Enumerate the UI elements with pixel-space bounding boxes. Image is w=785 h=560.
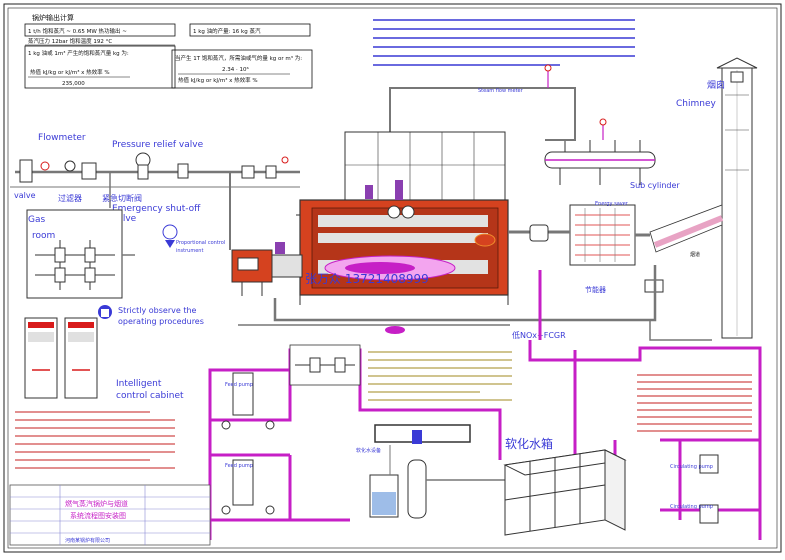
economizer: Energy saver 节能器	[508, 201, 664, 294]
control-cabinets: Intelligent control cabinet	[24, 317, 184, 401]
calc-row3-left-c: 235,000	[62, 81, 85, 87]
calc-row3-right-a: 当产生 1T 饱和蒸汽，所需油或气的量 kg or m³ 为:	[175, 54, 302, 62]
circ-pump-label-1: Circulating pump	[670, 464, 713, 470]
flowmeter-label: Flowmeter	[38, 133, 86, 143]
pressure-relief-label: Pressure relief valve	[112, 140, 204, 150]
calc-row3-left-b: 热值 kJ/kg or kJ/m³ x 热效率 %	[30, 68, 110, 76]
valve-label: valve	[14, 191, 36, 200]
flue-duct: 烟道	[649, 204, 724, 258]
emergency-label-cn: 紧急切断阀	[102, 193, 142, 203]
feed-pump-label-1: Feed pump	[225, 382, 253, 388]
emergency-label-en2: valve	[112, 214, 137, 224]
economizer-label: 节能器	[585, 285, 606, 294]
steam-header: Sub cylinder Steam flow meter	[389, 64, 680, 190]
feed-pump-label-2: Feed pump	[225, 463, 253, 469]
softener-label: 软化水设备	[356, 447, 381, 454]
watermark-text: 张万众 13721408999	[305, 272, 429, 286]
title-line-1: 燃气蒸汽锅炉与烟道	[65, 499, 128, 508]
boiler	[296, 131, 509, 305]
valve-detail	[289, 344, 361, 386]
burner	[231, 242, 303, 296]
calc-row3-right-c: 热值 kJ/kg or kJ/m³ x 热效率 %	[178, 76, 258, 84]
feed-water-piping: Feed pump Feed pump Circulating pump Cir…	[208, 270, 762, 540]
strictly-label-1: Strictly observe the	[118, 306, 197, 315]
energy-saver-label: Energy saver	[595, 201, 629, 207]
calc-row1-left: 1 t/h 饱和蒸汽 ~ 0.65 MW 热功输出 ~	[28, 27, 127, 35]
steam-flow-label: Steam flow meter	[478, 88, 524, 94]
chimney: 烟囱 Chimney	[676, 57, 758, 339]
left-notes	[15, 411, 175, 469]
inner-frame	[7, 7, 778, 549]
gas-train: Flowmeter Pressure relief valve valve 过滤…	[10, 133, 300, 250]
flue-label: 烟道	[690, 251, 700, 258]
calc-row2: 蒸汽压力 12bar 饱和温度 192 °C	[28, 37, 112, 45]
center-notes	[368, 351, 512, 401]
calc-row3-right-b: 2.34 · 10⁶	[222, 66, 249, 73]
notes-block	[373, 19, 635, 66]
soft-water-tank-label: 软化水箱	[505, 436, 553, 451]
gas-room-label-1: Gas	[28, 215, 45, 225]
safety-note: Strictly observe the operating procedure…	[98, 305, 204, 326]
chimney-label-en: Chimney	[676, 99, 716, 109]
calc-row1-right: 1 kg 油的产量: 16 kg 蒸汽	[193, 27, 261, 35]
intelligent-label-1: Intelligent	[116, 379, 162, 389]
soft-water-tank: 软化水箱	[503, 436, 627, 536]
strictly-label-2: operating procedures	[118, 317, 204, 326]
outer-frame	[3, 3, 782, 553]
calc-row3-left-a: 1 kg 油或 1m³ 产生的饱和蒸汽量 kg 为:	[28, 49, 129, 57]
intelligent-label-2: control cabinet	[116, 391, 184, 401]
title-block: 燃气蒸汽锅炉与烟道 系统流程图安装图 河南某锅炉有限公司	[9, 484, 211, 546]
gas-room-label-2: room	[32, 231, 55, 241]
gas-room: Gas room	[26, 209, 135, 299]
instrument-label: instrument	[176, 248, 203, 254]
title-line-2: 系统流程图安装图	[70, 511, 126, 520]
title-company: 河南某锅炉有限公司	[65, 537, 110, 544]
chimney-label-cn: 烟囱	[707, 79, 725, 91]
right-notes	[637, 374, 752, 432]
proportional-label: Proportional control	[176, 240, 225, 246]
sub-cylinder-label: Sub cylinder	[630, 181, 680, 190]
emergency-label-en: Emergency shut-off	[112, 204, 201, 214]
calc-table: 锅炉输出计算 1 t/h 饱和蒸汽 ~ 0.65 MW 热功输出 ~ 1 kg …	[24, 13, 313, 89]
proportional-control: Proportional control instrument	[162, 224, 225, 254]
calc-title: 锅炉输出计算	[32, 13, 74, 22]
water-softener: 软化水设备	[356, 424, 520, 519]
filter-label: 过滤器	[58, 193, 82, 203]
circ-pump-label-2: Circulating pump	[670, 504, 713, 510]
